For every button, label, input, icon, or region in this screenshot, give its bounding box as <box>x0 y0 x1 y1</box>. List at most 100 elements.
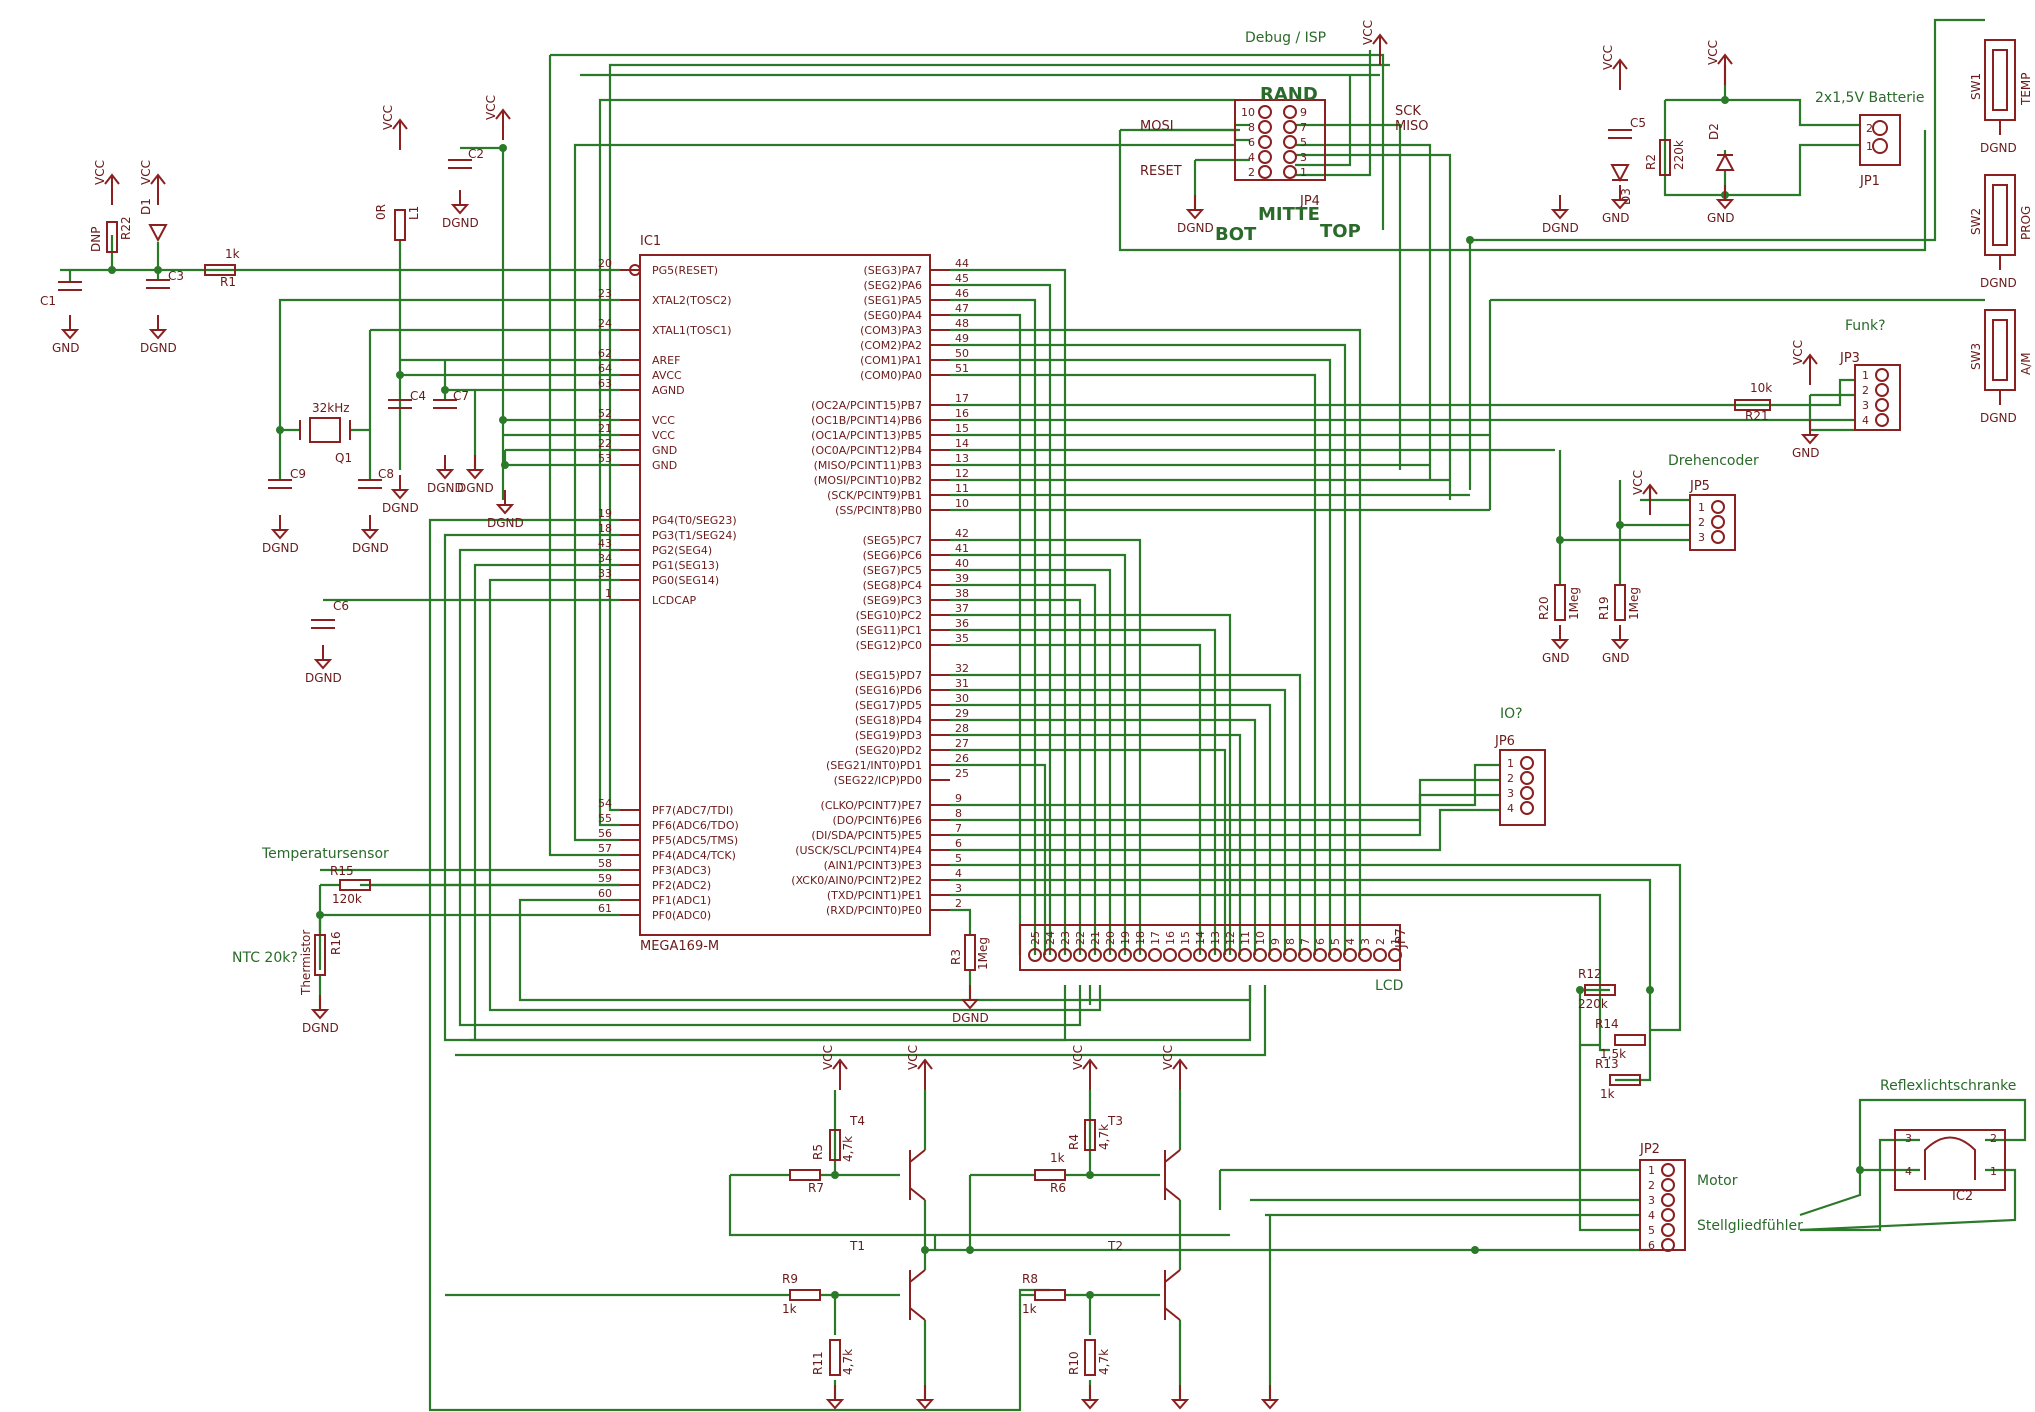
reflex-sensor-ic2: 3 4 2 1 IC2 Reflexlichtschranke <box>1880 1078 2016 1204</box>
mcu-pin-name: VCC <box>652 414 675 427</box>
switch-ref: SW2 <box>1969 208 1983 235</box>
lcd-pin <box>1268 948 1282 962</box>
jp5-pins-pin-number: 1 <box>1698 501 1705 514</box>
mcu-pin-name: (DI/SDA/PCINT5)PE5 <box>811 829 922 842</box>
isp-ref: JP4 <box>1299 194 1320 209</box>
jp3-pins-pin <box>1875 368 1889 382</box>
ground-arrow-icon <box>60 329 80 340</box>
lcd-pin <box>1373 948 1387 962</box>
mcu-pin-name: (SEG8)PC4 <box>863 579 922 592</box>
jp6-pins-pin-number: 4 <box>1507 802 1514 815</box>
vcc-label: VCC <box>1706 40 1720 65</box>
connector-jp1: 2 1 JP1 2x1,5V Batterie <box>1815 90 1925 189</box>
isp-pin-number: 9 <box>1300 106 1307 119</box>
lcd-pin-number: 3 <box>1359 938 1372 945</box>
mcu-pin-name: (SEG17)PD5 <box>855 699 922 712</box>
jp2-pins-pin <box>1661 1223 1675 1237</box>
resistors-vertical: DNP R22 0R L1 R3 1Meg R16 Thermistor R2 … <box>89 139 1686 1376</box>
mcu-pin-number: 37 <box>955 602 969 615</box>
ground-arrow-icon <box>1800 434 1820 445</box>
lcd-pin <box>1388 948 1402 962</box>
ground-arrow-icon <box>1610 199 1630 210</box>
mcu-pin-number: 12 <box>955 467 969 480</box>
jp2-pins-pin-number: 2 <box>1648 1179 1655 1192</box>
ground-arrow-icon <box>148 329 168 340</box>
r10-value: 4,7k <box>1097 1349 1111 1375</box>
lcd-pin-number: 17 <box>1149 931 1162 945</box>
switch-slot <box>1992 184 2008 246</box>
switch-slot <box>1992 319 2008 381</box>
mcu-pin-name: (SEG21/INT0)PD1 <box>826 759 922 772</box>
switch-label: TEMP <box>2019 72 2033 106</box>
capacitor-ref: C4 <box>410 389 426 403</box>
isp-pin-number: 8 <box>1248 121 1255 134</box>
lcd-pin-number: 11 <box>1239 931 1252 945</box>
resistors-horizontal: 1k R1 R15 120k 10k R21 R12 220k R14 1,5k… <box>204 247 1772 1316</box>
t4-ref: T4 <box>849 1114 865 1128</box>
r1-value: 1k <box>225 247 240 261</box>
r5-value: 4,7k <box>841 1136 855 1162</box>
mcu-pin-name: VCC <box>652 429 675 442</box>
mcu-pin-name: (SEG11)PC1 <box>856 624 922 637</box>
vcc-arrow-icon <box>1802 353 1818 365</box>
vcc-label: VCC <box>1631 470 1645 495</box>
mcu-pin-number: 11 <box>955 482 969 495</box>
label-reflex: Reflexlichtschranke <box>1880 1078 2016 1094</box>
jp2-pins-pin <box>1661 1193 1675 1207</box>
jp2-pins-pin <box>1661 1208 1675 1222</box>
mcu-pin-number: 47 <box>955 302 969 315</box>
r22-value: DNP <box>89 227 103 252</box>
mcu-pin-name: PG4(T0/SEG23) <box>652 514 737 527</box>
label-drehencoder: Drehencoder <box>1668 453 1759 469</box>
mcu-pin-number: 48 <box>955 317 969 330</box>
mcu-pin-number: 8 <box>955 807 962 820</box>
ground-label: GND <box>1792 446 1820 460</box>
jp2-pins-pin-number: 4 <box>1648 1209 1655 1222</box>
ground-arrow-icon <box>270 529 290 540</box>
ground-label: DGND <box>302 1021 339 1035</box>
jp3-pins-pin <box>1875 398 1889 412</box>
r12-value: 220k <box>1578 997 1608 1011</box>
ground-arrow-icon <box>1715 199 1735 210</box>
isp-reset: RESET <box>1140 164 1182 179</box>
r8-value: 1k <box>1022 1302 1037 1316</box>
ground-label: DGND <box>442 216 479 230</box>
vcc-label: VCC <box>1071 1045 1085 1070</box>
r14-ref: R14 <box>1595 1017 1619 1031</box>
r13-ref: R13 <box>1595 1057 1619 1071</box>
capacitor-ref: C9 <box>290 467 306 481</box>
switch-body <box>1984 309 2016 391</box>
jp6-pins-pin-number: 2 <box>1507 772 1514 785</box>
mcu-pin-number: 15 <box>955 422 969 435</box>
l1-ref: L1 <box>407 206 421 220</box>
mcu-pin-name: (SCK/PCINT9)PB1 <box>827 489 922 502</box>
mcu-pin-name: (SEG6)PC6 <box>863 549 922 562</box>
mcu-pin-name: (SEG18)PD4 <box>855 714 922 727</box>
jp6-pins-pin <box>1520 756 1534 770</box>
vcc-label: VCC <box>821 1045 835 1070</box>
isp-sck: SCK <box>1395 104 1421 119</box>
mcu-pin-number: 61 <box>598 902 612 915</box>
lcd-pin <box>1073 948 1087 962</box>
vcc-label: VCC <box>93 160 107 185</box>
isp-pin-number: 5 <box>1300 136 1307 149</box>
jp1-pin-1: 1 <box>1866 140 1873 153</box>
svg-text:4: 4 <box>1905 1165 1912 1178</box>
mcu-pin-number: 36 <box>955 617 969 630</box>
vcc-arrow-icon <box>1612 58 1628 70</box>
vcc-arrow-icon <box>832 1058 848 1070</box>
d1-ref: D1 <box>139 198 153 215</box>
label-battery: 2x1,5V Batterie <box>1815 90 1925 106</box>
switch-body <box>1984 174 2016 256</box>
jp3-pins-pin-number: 1 <box>1862 369 1869 382</box>
mcu-ref: IC1 <box>640 234 661 249</box>
crystal-q1: 32kHz Q1 <box>299 401 352 465</box>
r3-ref: R3 <box>949 949 963 965</box>
lcd-pin-number: 16 <box>1164 931 1177 945</box>
jp5-pins-pin-number: 3 <box>1698 531 1705 544</box>
capacitor-ref: C2 <box>468 147 484 161</box>
r15-ref: R15 <box>330 864 354 878</box>
mcu-pin-number: 14 <box>955 437 969 450</box>
